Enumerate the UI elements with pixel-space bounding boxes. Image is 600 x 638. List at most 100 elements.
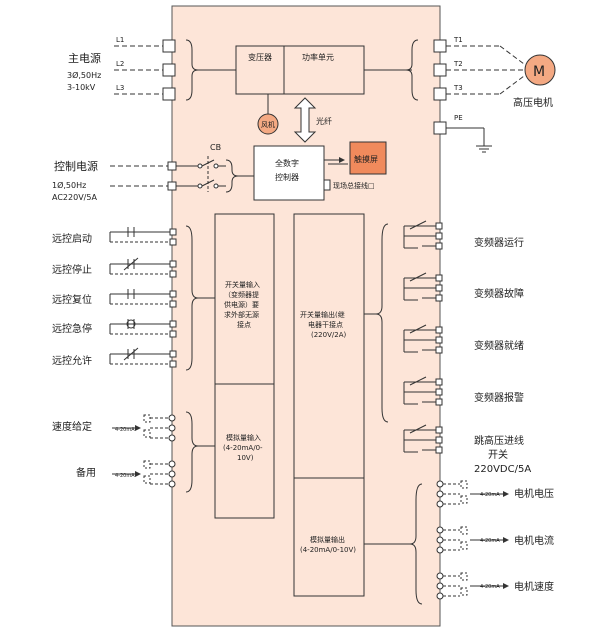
status-alarm-label: 变频器报警 — [474, 391, 524, 404]
controller-line1: 全数字 — [275, 158, 299, 168]
fiber-label: 光纤 — [316, 116, 332, 126]
fan-label: 风机 — [261, 120, 275, 129]
motor-circle — [524, 54, 556, 86]
terminal — [169, 270, 177, 278]
svg-text:供电源）要: 供电源）要 — [224, 300, 259, 309]
main-power-spec1: 3Ø,50Hz — [67, 70, 101, 80]
control-power-title: 控制电源 — [54, 159, 98, 173]
terminal — [169, 290, 177, 298]
remote-inputs — [109, 225, 215, 371]
terminal — [169, 300, 177, 308]
svg-text:开关量输入: 开关量输入 — [225, 280, 260, 289]
speed-range-out-label: 4-20mA — [480, 584, 500, 590]
terminal — [435, 336, 443, 344]
svg-text:接点: 接点 — [237, 320, 251, 329]
switch-input-text: 开关量输入 （变频器提 供电源）要 求外部无源 接点 — [224, 280, 260, 329]
motor-current-label: 电机电流 — [514, 534, 554, 547]
motor-voltage-label: 电机电压 — [514, 487, 554, 500]
svg-text:求外部无源: 求外部无源 — [224, 310, 259, 319]
speed-setpoint-label: 速度给定 — [52, 420, 92, 433]
voltage-range-label: 4-20mA — [480, 492, 500, 498]
terminal — [435, 274, 443, 282]
phase-l3-label: L3 — [116, 84, 124, 92]
spare-range-label: 4-20mA — [115, 473, 135, 479]
speed-range-label: 4-20mA — [115, 427, 135, 433]
remote-start-label: 远控启动 — [52, 232, 92, 245]
svg-text:（变频器提: （变频器提 — [224, 290, 259, 299]
spare-label: 备用 — [76, 466, 96, 479]
analog-inputs — [112, 411, 215, 493]
phase-t2-label: T2 — [453, 60, 463, 68]
switch-output-text: 开关量输出(继 电器干接点 (220V/2A) — [300, 310, 346, 339]
status-running-label: 变频器运行 — [474, 236, 524, 249]
svg-text:开关量输出(继: 开关量输出(继 — [300, 310, 345, 319]
motor-symbol: M — [533, 64, 545, 80]
terminal — [169, 260, 177, 268]
output-phases — [405, 39, 525, 153]
terminal — [169, 330, 177, 338]
terminal — [436, 592, 444, 600]
trip-label-3: 220VDC/5A — [474, 464, 531, 475]
terminal — [435, 398, 443, 406]
pe-label: PE — [454, 114, 463, 122]
terminal — [168, 470, 176, 478]
terminal — [435, 222, 443, 230]
phase-l2-label: L2 — [116, 60, 124, 68]
svg-text:电器干接点: 电器干接点 — [308, 320, 343, 329]
terminal — [435, 436, 443, 444]
analog-input-block — [214, 383, 275, 519]
svg-text:(4-20mA/0-: (4-20mA/0- — [223, 444, 263, 452]
terminal — [169, 238, 177, 246]
analog-output-block — [293, 477, 365, 597]
terminal — [435, 446, 443, 454]
touch-screen-box — [349, 141, 387, 175]
power-unit-label: 功率单元 — [302, 52, 334, 62]
svg-text:模拟量输入: 模拟量输入 — [226, 433, 261, 442]
svg-text:模拟量输出: 模拟量输出 — [310, 535, 345, 544]
remote-reset-label: 远控复位 — [52, 293, 92, 306]
terminal — [435, 232, 443, 240]
fan-circle — [257, 113, 279, 135]
phase-t1-label: T1 — [453, 36, 463, 44]
current-range-label: 4-20mA — [480, 538, 500, 544]
main-power-title: 主电源 — [68, 51, 101, 65]
terminal — [168, 434, 176, 442]
remote-stop-label: 远控停止 — [52, 263, 92, 276]
controller-line2: 控制器 — [275, 172, 299, 182]
analog-outputs — [364, 480, 509, 605]
terminal — [436, 536, 444, 544]
control-power-wiring — [110, 156, 254, 193]
terminal — [436, 490, 444, 498]
terminal — [435, 326, 443, 334]
control-power-spec1: 1Ø,50Hz — [52, 180, 86, 190]
terminal — [168, 414, 176, 422]
terminal — [435, 294, 443, 302]
main-power-phases — [114, 39, 236, 101]
trip-label-2: 开关 — [488, 448, 508, 461]
control-power-spec2: AC220V/5A — [52, 193, 97, 202]
touch-screen-label: 触摸屏 — [354, 154, 378, 164]
svg-text:(4-20mA/0-10V): (4-20mA/0-10V) — [300, 546, 356, 554]
terminal — [435, 378, 443, 386]
svg-text:10V): 10V) — [237, 454, 254, 462]
terminal — [436, 546, 444, 554]
terminal — [435, 426, 443, 434]
terminal — [169, 320, 177, 328]
status-outputs — [364, 220, 443, 454]
terminal — [168, 480, 176, 488]
terminal — [435, 242, 443, 250]
terminal — [169, 228, 177, 236]
fieldbus-label: 现场总接线□ — [333, 181, 375, 190]
terminal — [436, 500, 444, 508]
terminal — [435, 284, 443, 292]
terminal — [436, 526, 444, 534]
terminal — [169, 350, 177, 358]
main-power-spec2: 3-10kV — [67, 83, 96, 92]
status-fault-label: 变频器故障 — [474, 287, 524, 300]
controller-box — [253, 145, 325, 201]
terminal — [435, 346, 443, 354]
remote-estop-label: 远控急停 — [52, 322, 92, 335]
terminal — [168, 424, 176, 432]
terminal — [435, 388, 443, 396]
